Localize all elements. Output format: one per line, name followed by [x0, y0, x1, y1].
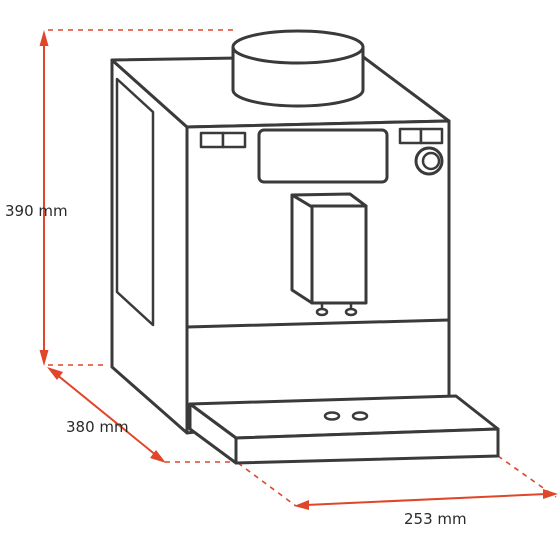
bean-hopper-lid: [231, 29, 365, 65]
width-arrow-right: [543, 489, 558, 499]
left-button-2: [221, 131, 247, 149]
depth-dimension: [47, 367, 166, 463]
depth-dimension-line: [55, 373, 158, 457]
width-label: 253 mm: [404, 510, 467, 528]
width-arrow-left: [294, 500, 309, 510]
spout-side: [290, 193, 314, 305]
depth-arrow-back: [47, 367, 63, 380]
right-button-1: [398, 127, 423, 145]
dimension-guides: [48, 29, 557, 507]
height-dimension: [39, 30, 49, 366]
depth-label: 380 mm: [66, 418, 129, 436]
width-left-guide: [237, 462, 297, 507]
left-button-1: [199, 131, 225, 149]
control-display: [257, 128, 389, 184]
height-arrow-top: [39, 30, 49, 46]
drip-tray-front: [234, 427, 500, 465]
height-arrow-bottom: [39, 350, 49, 366]
coffee-machine: [110, 29, 500, 465]
height-label: 390 mm: [5, 202, 68, 220]
spout-front: [310, 204, 368, 305]
width-right-guide: [497, 455, 557, 498]
right-button-2: [419, 127, 444, 145]
machine-side-window: [115, 77, 155, 327]
drip-tray-hole-right: [351, 411, 369, 421]
front-lower-divider: [185, 318, 451, 329]
rotary-knob-inner: [421, 151, 441, 171]
width-dimension: [294, 489, 558, 510]
depth-arrow-front: [150, 450, 166, 463]
nozzle-left: [315, 307, 329, 317]
width-dimension-line: [305, 493, 547, 506]
drip-tray-hole-left: [323, 411, 341, 421]
nozzle-right: [344, 307, 358, 317]
